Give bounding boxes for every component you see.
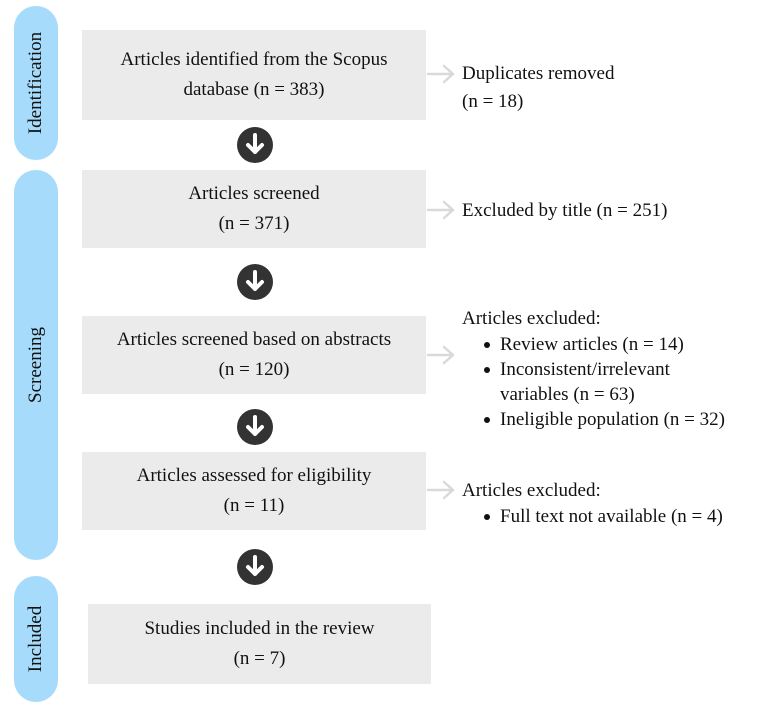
box-abstracts-line2: (n = 120) [218,359,290,380]
box-included-line2: (n = 7) [233,648,286,669]
list-item: Full text not available (n = 4) [462,504,723,529]
phase-identification-label: Identification [25,31,46,135]
exclusion-eligibility: Articles excluded: Full text not availab… [462,478,723,529]
phase-identification: Identification [14,6,58,160]
arrow-right-icon [426,64,455,84]
box-eligibility-line2: (n = 11) [223,495,285,516]
exclusion-title-line1: Excluded by title (n = 251) [462,200,668,221]
box-identified-line2: database (n = 383) [183,79,325,100]
exclusion-eligibility-heading: Articles excluded: [462,480,601,501]
arrow-right-icon [426,345,455,365]
box-included: Studies included in the review (n = 7) [88,604,431,684]
box-identified-line1: Articles identified from the Scopus [120,49,388,70]
phase-screening-label: Screening [25,327,46,403]
box-screened-line1: Articles screened [188,183,320,204]
box-eligibility-line1: Articles assessed for eligibility [136,465,372,486]
exclusion-duplicates-line2: (n = 18) [462,91,524,112]
phase-included-label: Included [25,605,46,673]
arrow-down-icon [237,264,273,300]
box-abstracts-line1: Articles screened based on abstracts [116,329,392,350]
arrow-right-icon [426,200,455,220]
list-item: Inconsistent/irrelevant variables (n = 6… [462,357,725,407]
exclusion-abstracts-list: Review articles (n = 14) Inconsistent/ir… [462,332,725,432]
exclusion-duplicates: Duplicates removed (n = 18) [462,60,614,116]
arrow-right-icon [426,480,455,500]
list-item: Review articles (n = 14) [462,332,725,357]
arrow-down-icon [237,409,273,445]
box-included-line1: Studies included in the review [144,618,375,639]
exclusion-abstracts-heading: Articles excluded: [462,308,601,329]
box-abstracts: Articles screened based on abstracts (n … [82,316,426,394]
arrow-down-icon [237,549,273,585]
box-screened: Articles screened (n = 371) [82,170,426,248]
box-identified: Articles identified from the Scopus data… [82,30,426,120]
phase-screening: Screening [14,170,58,560]
list-item: Ineligible population (n = 32) [462,407,725,432]
phase-included: Included [14,576,58,702]
exclusion-eligibility-list: Full text not available (n = 4) [462,504,723,529]
exclusion-duplicates-line1: Duplicates removed [462,63,615,84]
list-item-line2: variables (n = 63) [500,384,635,405]
exclusion-abstracts: Articles excluded: Review articles (n = … [462,306,725,432]
list-item-line1: Inconsistent/irrelevant [500,359,670,380]
arrow-down-icon [237,127,273,163]
box-eligibility: Articles assessed for eligibility (n = 1… [82,452,426,530]
exclusion-title: Excluded by title (n = 251) [462,197,667,225]
box-screened-line2: (n = 371) [218,213,290,234]
